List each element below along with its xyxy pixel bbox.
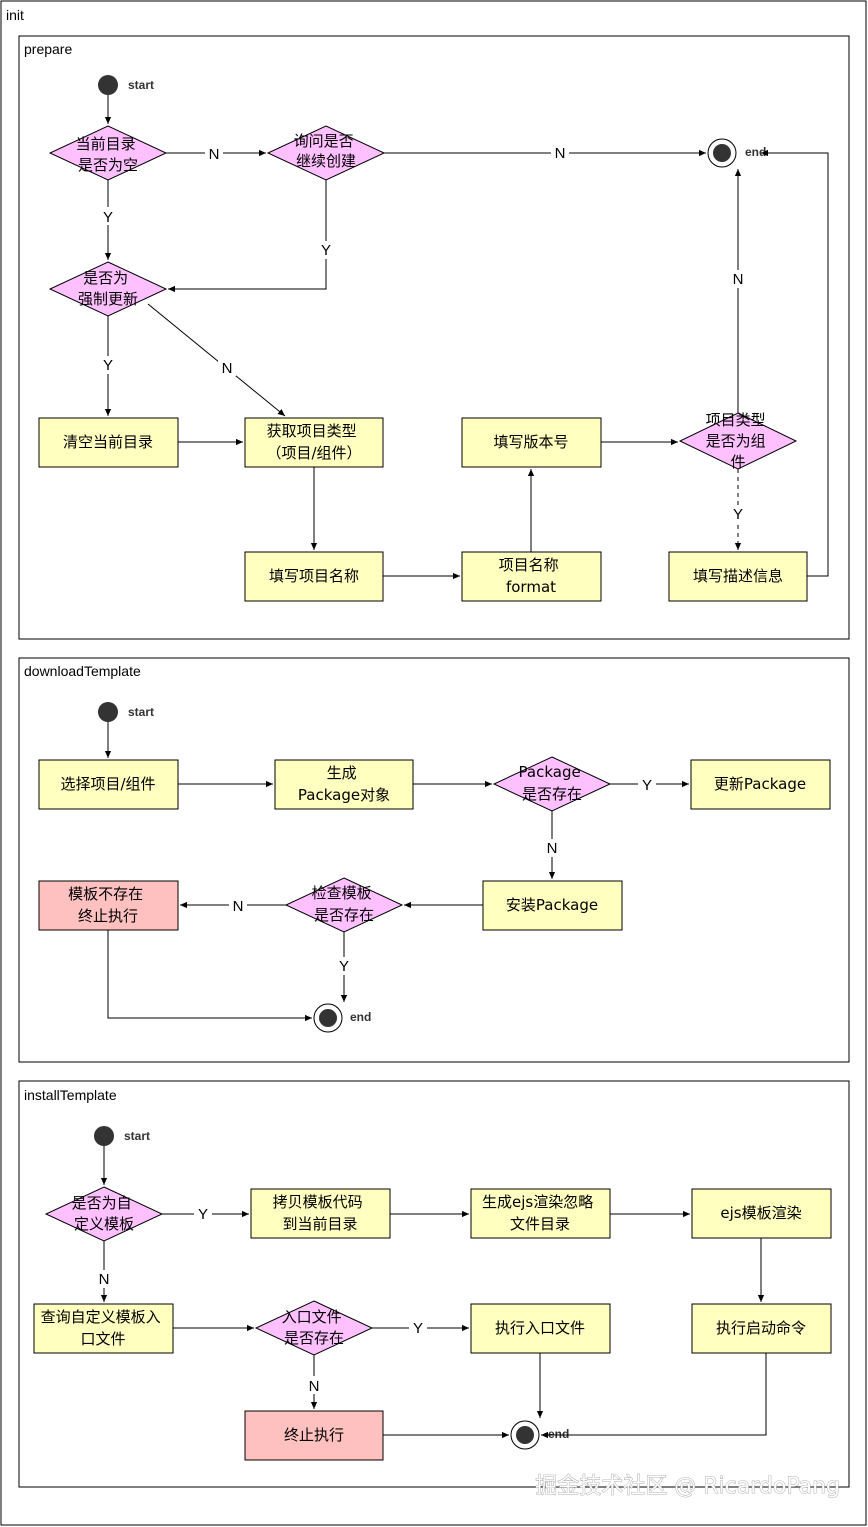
decision-is-custom: 是否为自 定义模板 [44, 1186, 164, 1242]
process-fill-version: 填写版本号 [461, 417, 602, 468]
download-end-node: end [313, 1003, 371, 1033]
download-frame-title: downloadTemplate [24, 663, 141, 679]
process-ejs-render: ejs模板渲染 [691, 1188, 832, 1239]
svg-text:Y: Y [103, 209, 113, 226]
svg-text:Y: Y [339, 958, 349, 975]
svg-text:填写版本号: 填写版本号 [493, 433, 568, 451]
install-frame-title: installTemplate [24, 1087, 117, 1103]
svg-text:N: N [233, 898, 244, 915]
process-generate-ignore: 生成ejs渲染忽略 文件目录 [470, 1188, 611, 1239]
prepare-end-node: end [707, 138, 766, 168]
svg-text:检查模板 是否存在: 检查模板 是否存在 [312, 884, 377, 924]
decision-entry-exists: 入口文件 是否存在 [254, 1300, 374, 1356]
decision-package-exists: Package 是否存在 [492, 756, 612, 812]
svg-text:是否为 强制更新: 是否为 强制更新 [78, 269, 138, 308]
svg-text:Package 是否存在: Package 是否存在 [519, 763, 586, 803]
decision-force-update: 是否为 强制更新 [48, 261, 168, 317]
svg-text:ejs模板渲染: ejs模板渲染 [720, 1204, 801, 1222]
prepare-edges [104, 95, 829, 580]
svg-text:生成 Package对象: 生成 Package对象 [298, 764, 390, 804]
decision-is-component: 项目类型 是否为组 件 [678, 411, 798, 471]
svg-text:选择项目/组件: 选择项目/组件 [60, 775, 155, 793]
process-generate-package: 生成 Package对象 [274, 759, 414, 810]
svg-text:查询自定义模板入 口文件: 查询自定义模板入 口文件 [41, 1308, 166, 1348]
svg-text:Y: Y [733, 506, 743, 523]
svg-text:end: end [548, 1427, 569, 1441]
svg-text:填写描述信息: 填写描述信息 [693, 567, 783, 585]
svg-text:是否为自 定义模板: 是否为自 定义模板 [72, 1194, 137, 1233]
svg-text:end: end [745, 145, 766, 159]
process-get-type: 获取项目类型 （项目/组件） [244, 417, 384, 468]
process-clear-dir: 清空当前目录 [38, 417, 179, 468]
process-run-entry: 执行入口文件 [470, 1303, 611, 1354]
svg-text:start: start [124, 1129, 150, 1143]
svg-text:清空当前目录: 清空当前目录 [63, 433, 153, 451]
svg-text:拷贝模板代码 到当前目录: 拷贝模板代码 到当前目录 [273, 1193, 368, 1233]
svg-text:生成ejs渲染忽略 文件目录: 生成ejs渲染忽略 文件目录 [482, 1193, 598, 1233]
svg-text:填写项目名称: 填写项目名称 [269, 567, 359, 585]
svg-text:Y: Y [413, 1320, 423, 1337]
svg-text:N: N [555, 145, 566, 162]
svg-text:N: N [547, 840, 558, 857]
install-frame [18, 1080, 850, 1488]
svg-text:模板不存在 终止执行: 模板不存在 终止执行 [68, 885, 148, 925]
download-start-node: start [98, 702, 154, 722]
prepare-frame [18, 35, 850, 640]
process-fill-name: 填写项目名称 [244, 551, 384, 602]
svg-text:Y: Y [642, 777, 652, 794]
decision-dir-empty: 当前目录 是否为空 [48, 125, 168, 181]
svg-text:项目类型 是否为组 件: 项目类型 是否为组 件 [706, 411, 771, 471]
watermark: 掘金技术社区 @ RicardoPang [535, 1474, 840, 1499]
svg-text:执行启动命令: 执行启动命令 [716, 1319, 806, 1337]
install-end-node: end [510, 1420, 569, 1450]
process-name-format: 项目名称 format [461, 551, 602, 602]
svg-text:Y: Y [321, 242, 331, 259]
svg-text:end: end [350, 1010, 371, 1024]
install-edges [100, 1146, 767, 1439]
prepare-frame-title: prepare [24, 41, 72, 57]
init-frame-title: init [6, 7, 24, 23]
svg-text:N: N [99, 1271, 110, 1288]
svg-text:项目名称 format: 项目名称 format [499, 556, 564, 596]
prepare-start-node: start [98, 75, 154, 95]
svg-text:N: N [733, 271, 744, 288]
svg-text:更新Package: 更新Package [714, 775, 806, 793]
svg-text:Y: Y [103, 357, 113, 374]
svg-text:入口文件 是否存在: 入口文件 是否存在 [282, 1308, 347, 1347]
decision-check-template: 检查模板 是否存在 [284, 877, 404, 933]
download-edge-labels: Y N N Y [229, 775, 656, 975]
decision-ask-continue: 询问是否 继续创建 [266, 125, 386, 181]
svg-text:终止执行: 终止执行 [284, 1426, 344, 1444]
install-start-node: start [94, 1126, 150, 1146]
svg-text:N: N [309, 1378, 320, 1395]
process-fill-desc: 填写描述信息 [668, 551, 808, 602]
download-edges [104, 722, 689, 1022]
process-install-package: 安装Package [482, 880, 623, 931]
svg-text:start: start [128, 78, 154, 92]
svg-text:N: N [222, 360, 233, 377]
svg-text:获取项目类型 （项目/组件）: 获取项目类型 （项目/组件） [266, 422, 361, 462]
svg-text:Y: Y [198, 1206, 208, 1223]
terminate-execution: 终止执行 [244, 1410, 384, 1461]
svg-text:询问是否 继续创建: 询问是否 继续创建 [294, 132, 359, 170]
svg-text:执行入口文件: 执行入口文件 [495, 1319, 585, 1337]
process-run-start: 执行启动命令 [691, 1303, 832, 1354]
process-copy-code: 拷贝模板代码 到当前目录 [250, 1188, 391, 1239]
process-update-package: 更新Package [690, 759, 831, 810]
process-query-entry: 查询自定义模板入 口文件 [33, 1303, 174, 1354]
svg-text:start: start [128, 705, 154, 719]
svg-text:当前目录 是否为空: 当前目录 是否为空 [76, 135, 141, 174]
process-select-type: 选择项目/组件 [38, 759, 179, 810]
prepare-edge-labels: N N Y Y Y N N Y [99, 144, 747, 523]
terminate-template-missing: 模板不存在 终止执行 [38, 880, 179, 931]
download-frame [18, 657, 850, 1063]
svg-text:安装Package: 安装Package [506, 896, 598, 914]
install-edge-labels: Y N Y N [95, 1205, 427, 1395]
svg-text:N: N [209, 146, 220, 163]
